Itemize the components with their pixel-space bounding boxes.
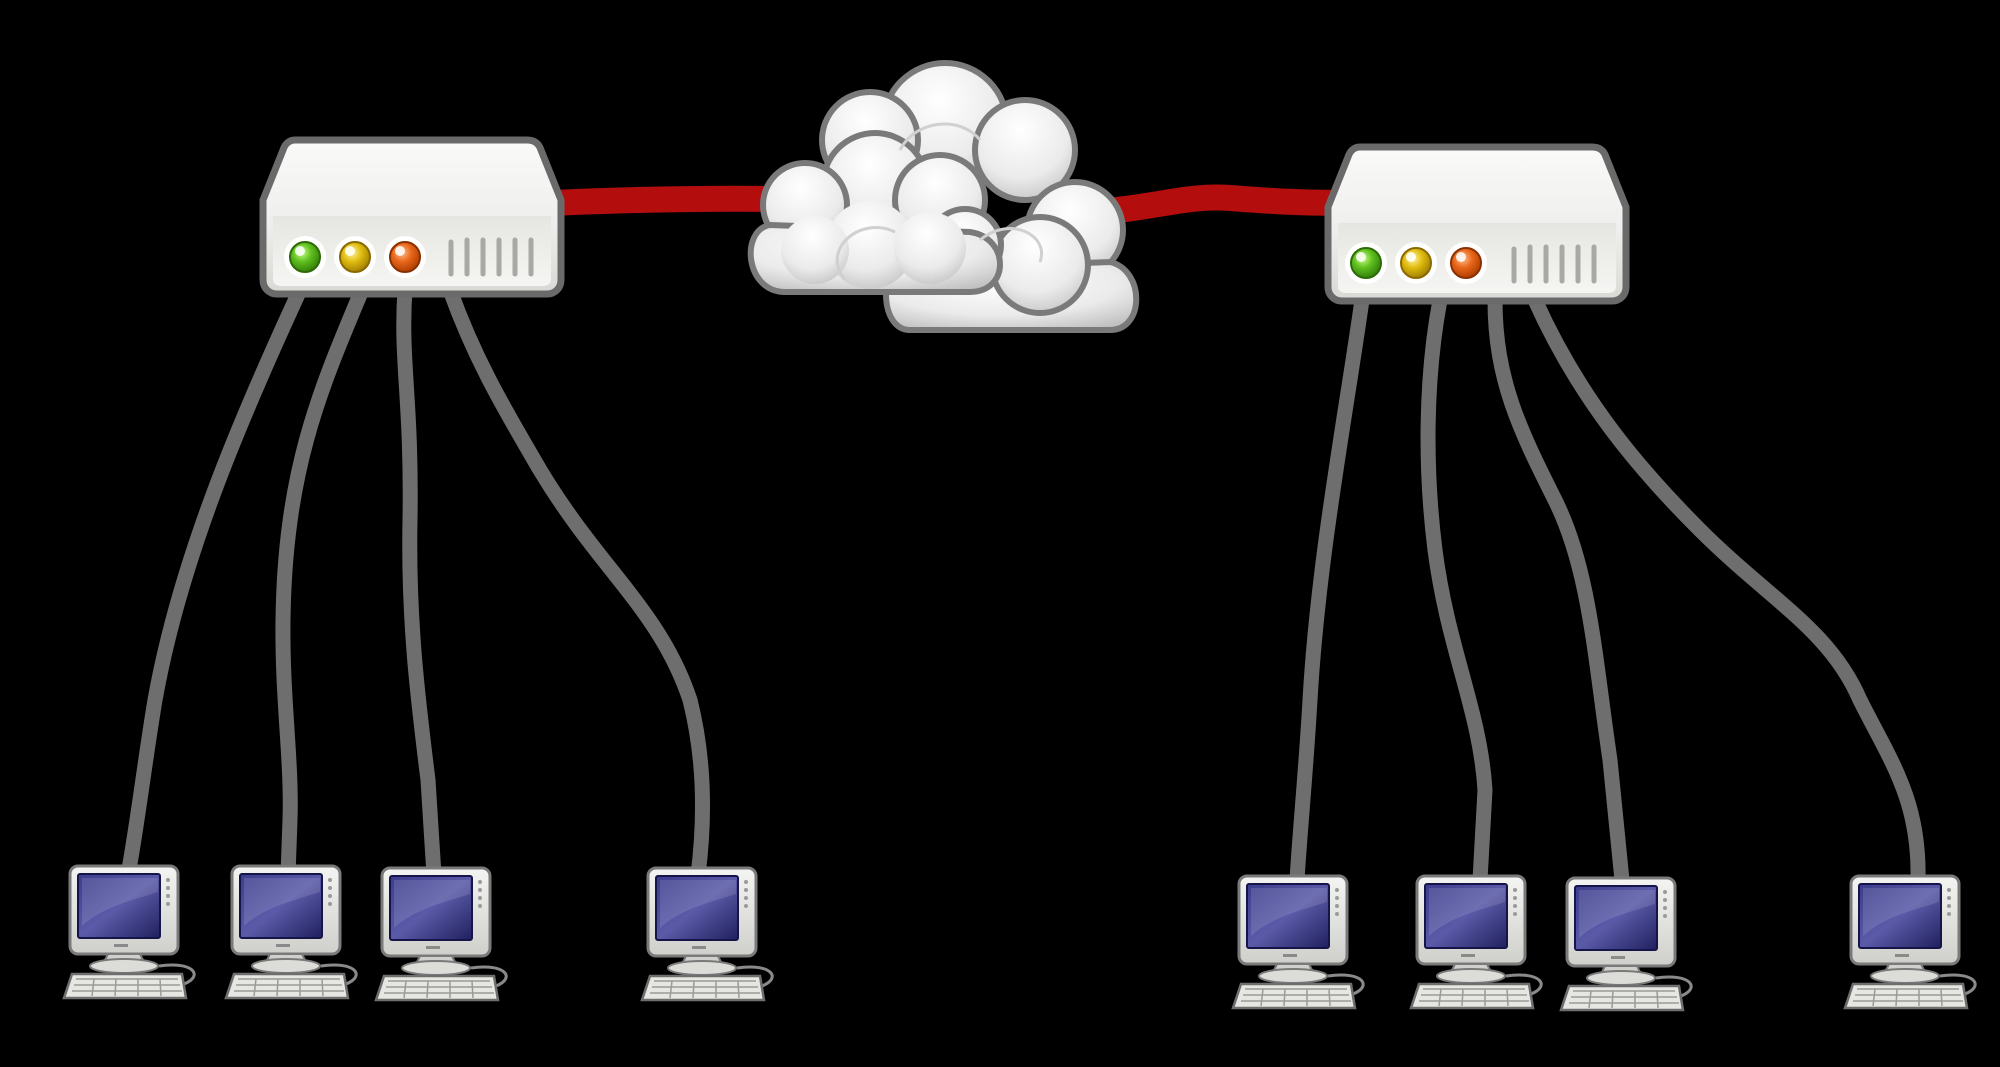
computer-icon [1231,874,1365,1010]
computer-icon [62,864,196,1000]
computer-icon [374,866,508,1002]
led-orange-icon [384,236,426,278]
computer-icon [224,864,358,1000]
lan-cable [120,282,308,883]
lan-cable [1527,292,1926,888]
wan-link-left [551,185,776,216]
led-orange-icon [1445,242,1487,284]
cloud-icon [747,60,1140,333]
vent-grille [448,237,534,277]
lan-cable [396,282,442,883]
computer-icon [1559,876,1693,1012]
lan-cables [120,282,1926,888]
led-green-icon [284,236,326,278]
cloud-front [747,130,1004,295]
computer-icon [1409,874,1543,1010]
router-right [1324,143,1630,305]
computers [62,864,1977,1012]
computer-icon [1843,874,1977,1010]
lan-cable [1420,292,1493,888]
router-left [259,136,565,298]
lan-cable [442,282,711,883]
cloud-lobes [835,122,1044,281]
vent-grille [1511,244,1597,284]
lan-cable [1289,292,1370,888]
computer-icon [640,866,774,1002]
led-yellow-icon [1395,242,1437,284]
led-yellow-icon [334,236,376,278]
lan-cable [1487,292,1630,888]
lan-cable [275,282,370,883]
wan-link-right [1106,184,1341,224]
led-green-icon [1345,242,1387,284]
